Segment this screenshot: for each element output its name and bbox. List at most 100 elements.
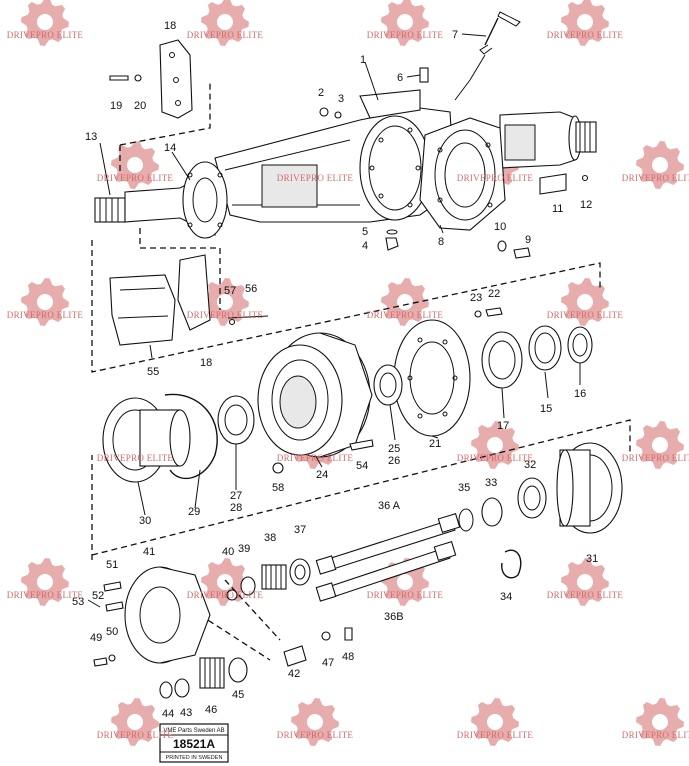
watermark-gear-hole <box>652 157 668 173</box>
watermark-text: DRIVEPRO ELITE <box>7 310 84 320</box>
watermark-text-layer: DRIVEPRO ELITE DRIVEPRO ELITE DRIVEPRO ELI… <box>7 30 689 740</box>
seal-16 <box>567 326 593 364</box>
washer-57 <box>228 318 236 326</box>
part-label: 34 <box>500 591 512 603</box>
watermark-text: DRIVEPRO ELITE <box>457 453 534 463</box>
washer-33 <box>481 497 503 527</box>
watermark-gear-hole <box>217 574 233 590</box>
watermark-text: DRIVEPRO ELITE <box>547 310 624 320</box>
watermark-gear-hole <box>577 294 593 310</box>
washer-20 <box>134 74 142 82</box>
bearing-27 <box>217 395 255 445</box>
planet-carrier-41 <box>124 566 211 664</box>
watermark-text: DRIVEPRO ELITE <box>187 310 264 320</box>
left-shaft-end <box>94 161 228 239</box>
pin-42 <box>283 645 307 667</box>
brake-disc <box>393 319 471 437</box>
part-label: 12 <box>580 199 592 211</box>
part-label: 21 <box>429 438 441 450</box>
watermark-text: DRIVEPRO ELITE <box>547 590 624 600</box>
washer-10 <box>497 240 507 252</box>
watermark-gear-hole <box>487 714 503 730</box>
part-label: 24 <box>316 469 328 481</box>
part-label: 2 <box>318 87 324 99</box>
drawing <box>87 11 631 763</box>
watermark-gear-hole <box>307 714 323 730</box>
title-block-printed: PRINTED IN SWEDEN <box>166 755 223 761</box>
bolt-9 <box>513 247 531 259</box>
washer-44 <box>159 681 173 699</box>
part-label: 29 <box>188 506 200 518</box>
title-block-company: VME Parts Sweden AB <box>163 728 224 734</box>
part-label: 50 <box>106 626 118 638</box>
part-label: 16 <box>574 388 586 400</box>
part-label: 48 <box>342 651 354 663</box>
part-label: 26 <box>388 455 400 467</box>
part-40 <box>226 589 238 601</box>
axle-housing <box>214 89 456 223</box>
part-label: 35 <box>458 482 470 494</box>
part-label: 8 <box>438 236 444 248</box>
watermark-text: DRIVEPRO ELITE <box>277 173 354 183</box>
watermark-text: DRIVEPRO ELITE <box>277 453 354 463</box>
bearing-17 <box>481 331 523 389</box>
part-label: 58 <box>272 482 284 494</box>
washer-43 <box>174 678 190 698</box>
part-label: 28 <box>230 502 242 514</box>
part-label: 57 <box>224 285 236 297</box>
needle-bearing-45 <box>228 657 248 683</box>
watermark-gear-hole <box>652 714 668 730</box>
nut-58 <box>272 462 284 474</box>
watermark-text: DRIVEPRO ELITE <box>187 30 264 40</box>
part-label: 15 <box>540 403 552 415</box>
part-label: 51 <box>106 559 118 571</box>
washer-3 <box>334 111 342 119</box>
washer-37 <box>289 558 311 586</box>
hub-32 <box>517 477 547 519</box>
watermark-text: DRIVEPRO ELITE <box>622 730 689 740</box>
part-label: 53 <box>72 596 84 608</box>
part-label: 18 <box>164 20 176 32</box>
part-label: 41 <box>143 546 155 558</box>
part-label: 40 <box>222 546 234 558</box>
gasket-5 <box>386 229 398 235</box>
watermark-gear-hole <box>37 294 53 310</box>
watermark-text: DRIVEPRO ELITE <box>97 730 174 740</box>
bolt-49 <box>93 657 108 667</box>
part-label: 44 <box>162 708 174 720</box>
watermark-text: DRIVEPRO ELITE <box>457 173 534 183</box>
part-label: 46 <box>205 704 217 716</box>
watermark-gear-hole <box>577 574 593 590</box>
part-label: 36 A <box>378 500 401 512</box>
bolt-51 <box>103 581 122 592</box>
part-label: 39 <box>238 543 250 555</box>
watermark-gear-hole <box>37 574 53 590</box>
bracket-18-lower <box>177 254 211 331</box>
bolt-54 <box>349 439 374 451</box>
part-label: 27 <box>230 490 242 502</box>
differential-cover <box>419 117 506 231</box>
watermark-text: DRIVEPRO ELITE <box>367 590 444 600</box>
drive-shaft-36b <box>315 540 457 602</box>
watermark-gear-hole <box>652 437 668 453</box>
part-label: 4 <box>362 240 368 252</box>
drive-shaft-36a <box>315 512 461 575</box>
ring-gear-30 <box>102 397 191 483</box>
bolt-2 <box>319 107 329 117</box>
leader-lines <box>99 33 581 516</box>
watermark-gear-hole <box>577 14 593 30</box>
plug-6 <box>419 67 429 83</box>
snap-ring-29 <box>164 393 218 480</box>
breather-valve <box>454 11 521 101</box>
bolt-48 <box>344 627 353 641</box>
part-label: 17 <box>497 420 509 432</box>
drain-plug-4 <box>385 237 399 251</box>
rivet-12 <box>581 174 589 182</box>
bracket-18-top <box>159 39 193 119</box>
right-axle-tube <box>499 111 597 169</box>
washer-50 <box>108 654 116 662</box>
washer-23 <box>474 310 482 318</box>
title-block <box>159 723 229 763</box>
washer-39 <box>240 576 256 596</box>
pin-56 <box>227 315 269 319</box>
